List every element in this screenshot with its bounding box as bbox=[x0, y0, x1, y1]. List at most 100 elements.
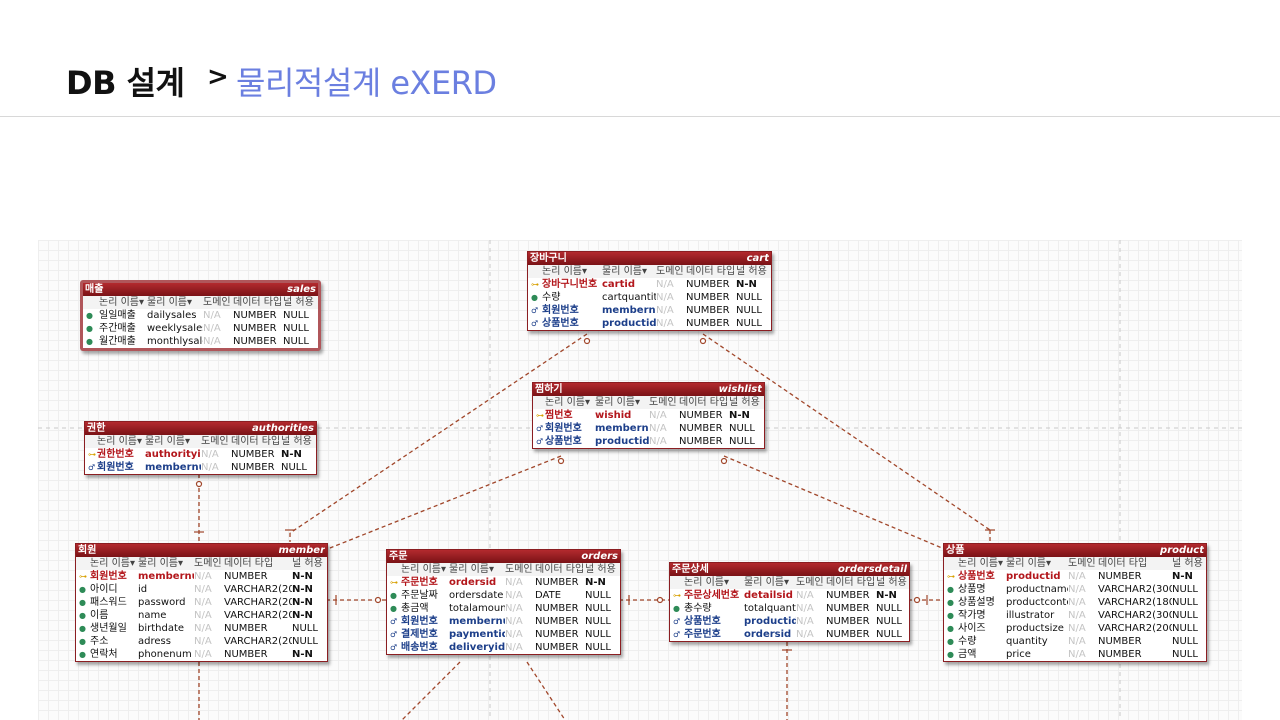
cell-nullable: N-N bbox=[292, 597, 313, 608]
cell-domain: N/A bbox=[649, 423, 667, 434]
col-domain-header: 도메인 bbox=[649, 397, 677, 408]
cell-domain: N/A bbox=[194, 610, 212, 621]
cell-physical: membernum bbox=[602, 305, 656, 316]
table-header[interactable]: 장바구니 cart bbox=[528, 252, 771, 265]
col-domain-header: 도메인 bbox=[203, 297, 231, 308]
slide-title: DB 설계 bbox=[66, 64, 185, 102]
column-header-row: 논리 이름▾ 물리 이름▾ 도메인 데이터 타입 널 허용 bbox=[387, 563, 620, 576]
col-physical-header: 물리 이름▾ bbox=[449, 564, 494, 575]
table-orders[interactable]: 주문 orders 논리 이름▾ 물리 이름▾ 도메인 데이터 타입 널 허용 … bbox=[386, 549, 621, 655]
attribute-icon: ● bbox=[86, 311, 93, 320]
cell-domain: N/A bbox=[194, 584, 212, 595]
cell-physical: id bbox=[138, 584, 148, 595]
cell-datatype: NUMBER bbox=[535, 616, 579, 627]
table-physical-name: orders bbox=[581, 551, 618, 562]
cell-physical: cartquantity bbox=[602, 292, 656, 303]
table-product[interactable]: 상품 product 논리 이름▾ 물리 이름▾ 도메인 데이터 타입 널 허용… bbox=[943, 543, 1207, 662]
cell-logical: 아이디 bbox=[90, 584, 118, 595]
cell-datatype: NUMBER bbox=[233, 323, 277, 334]
table-header[interactable]: 찜하기 wishlist bbox=[533, 383, 764, 396]
col-physical-header: 물리 이름▾ bbox=[138, 558, 183, 569]
table-sales[interactable]: 매출 sales 논리 이름▾ 물리 이름▾ 도메인 데이터 타입 널 허용 ●… bbox=[80, 280, 321, 351]
col-nullable-header: 널 허용 bbox=[1172, 558, 1203, 569]
cell-physical: membernum bbox=[449, 616, 505, 627]
table-logical-name: 매출 bbox=[85, 284, 104, 295]
cell-domain: N/A bbox=[194, 636, 212, 647]
cell-physical: membernum bbox=[145, 462, 201, 473]
cell-domain: N/A bbox=[656, 305, 674, 316]
cell-physical: adress bbox=[138, 636, 171, 647]
table-authorities[interactable]: 권한 authorities 논리 이름▾ 물리 이름▾ 도메인 데이터 타입 … bbox=[84, 421, 317, 475]
table-header[interactable]: 주문상세 ordersdetail bbox=[670, 563, 909, 576]
cell-physical: quantity bbox=[1006, 636, 1048, 647]
table-header[interactable]: 상품 product bbox=[944, 544, 1206, 557]
cell-datatype: VARCHAR2(200) bbox=[224, 636, 292, 647]
col-domain-header: 도메인 bbox=[194, 558, 222, 569]
cell-datatype: NUMBER bbox=[686, 292, 730, 303]
slide-subtitle: 물리적설계 eXERD bbox=[236, 64, 497, 102]
attribute-icon: ● bbox=[79, 624, 86, 633]
cell-nullable: NULL bbox=[1172, 610, 1198, 621]
cell-domain: N/A bbox=[1068, 597, 1086, 608]
table-wishlist[interactable]: 찜하기 wishlist 논리 이름▾ 물리 이름▾ 도메인 데이터 타입 널 … bbox=[532, 382, 765, 449]
table-header[interactable]: 주문 orders bbox=[387, 550, 620, 563]
cell-logical: 권한번호 bbox=[97, 449, 134, 460]
cell-physical: name bbox=[138, 610, 167, 621]
table-header[interactable]: 회원 member bbox=[76, 544, 327, 557]
col-nullable-header: 널 허용 bbox=[585, 564, 616, 575]
cell-logical: 일일매출 bbox=[99, 310, 136, 321]
table-member[interactable]: 회원 member 논리 이름▾ 물리 이름▾ 도메인 데이터 타입 널 허용 … bbox=[75, 543, 328, 662]
cell-domain: N/A bbox=[1068, 584, 1086, 595]
cell-logical: 주간매출 bbox=[99, 323, 136, 334]
relation-wishlist-member bbox=[329, 455, 562, 549]
cell-datatype: NUMBER bbox=[826, 590, 870, 601]
cell-physical: detailsid bbox=[744, 590, 793, 601]
table-ordersdetail[interactable]: 주문상세 ordersdetail 논리 이름▾ 물리 이름▾ 도메인 데이터 … bbox=[669, 562, 910, 642]
table-header[interactable]: 매출 sales bbox=[83, 283, 318, 296]
cell-physical: ordersid bbox=[744, 629, 792, 640]
cell-physical: deliveryid bbox=[449, 642, 505, 653]
cell-datatype: NUMBER bbox=[679, 436, 723, 447]
cell-physical: productid bbox=[1006, 571, 1061, 582]
table-header[interactable]: 권한 authorities bbox=[85, 422, 316, 435]
foreign-key-icon: ♂ bbox=[390, 617, 398, 626]
table-cart[interactable]: 장바구니 cart 논리 이름▾ 물리 이름▾ 도메인 데이터 타입 널 허용 … bbox=[527, 251, 772, 331]
cell-logical: 찜번호 bbox=[545, 410, 573, 421]
